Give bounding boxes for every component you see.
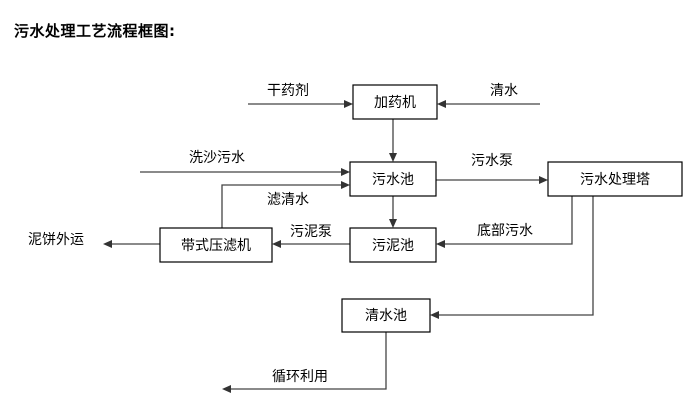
node-clear-water-pool[interactable]: 清水池 bbox=[341, 298, 431, 333]
node-label-clear-water-pool: 清水池 bbox=[365, 308, 407, 324]
edge-clear-water-pool-to-recycle bbox=[222, 332, 387, 393]
edge-line-bottom-sewage bbox=[442, 196, 573, 245]
edge-line-recycle bbox=[228, 332, 387, 390]
edge-label-dry-chemical: 干药剂 bbox=[267, 83, 309, 99]
edge-dry-chemical-to-dosing-machine bbox=[248, 100, 353, 108]
node-box-belt-filter[interactable] bbox=[159, 227, 273, 263]
node-label-treatment-tower: 污水处理塔 bbox=[580, 172, 650, 188]
edge-label-sand-wash-sewage: 洗沙污水 bbox=[189, 150, 245, 166]
arrow-head-sludge-pump bbox=[272, 240, 281, 248]
node-label-dosing-machine: 加药机 bbox=[374, 95, 416, 111]
edge-label-mud-cake-out: 泥饼外运 bbox=[28, 232, 84, 248]
edge-treatment-tower-to-clear-water-pool bbox=[430, 196, 594, 319]
edge-line-filtrate bbox=[221, 184, 344, 228]
edge-label-sewage-pump: 污水泵 bbox=[471, 153, 513, 169]
edge-dosing-machine-to-sewage-pool bbox=[389, 119, 397, 162]
edge-label-sludge-pump: 污泥泵 bbox=[290, 224, 332, 240]
edge-sewage-pool-to-sludge-pool bbox=[389, 196, 397, 228]
edge-belt-filter-to-mud-cake bbox=[103, 240, 160, 248]
edge-label-recycle-use: 循环利用 bbox=[272, 369, 328, 385]
node-treatment-tower[interactable]: 污水处理塔 bbox=[547, 161, 683, 197]
arrow-head-recycle bbox=[222, 385, 231, 393]
arrow-head-tower-to-clear-water bbox=[430, 311, 439, 319]
node-label-belt-filter: 带式压滤机 bbox=[181, 238, 251, 254]
node-box-sludge-pool[interactable] bbox=[349, 227, 437, 263]
node-label-sewage-pool: 污水池 bbox=[372, 172, 414, 188]
edge-sewage-pool-to-treatment-tower bbox=[436, 176, 548, 184]
edge-sludge-pool-to-belt-filter bbox=[272, 240, 350, 248]
node-box-sewage-pool[interactable] bbox=[349, 161, 437, 197]
arrow-head-sand-wash bbox=[341, 168, 350, 176]
arrow-head-dosing-to-sewage bbox=[389, 153, 397, 162]
node-belt-filter[interactable]: 带式压滤机 bbox=[159, 227, 273, 263]
node-sewage-pool[interactable]: 污水池 bbox=[349, 161, 437, 197]
edge-label-clean-water: 清水 bbox=[490, 83, 518, 99]
arrow-head-mud-cake bbox=[103, 240, 112, 248]
node-box-clear-water-pool[interactable] bbox=[341, 298, 431, 333]
arrow-head-bottom-sewage bbox=[436, 240, 445, 248]
arrow-head-clean-water bbox=[437, 100, 446, 108]
node-sludge-pool[interactable]: 污泥池 bbox=[349, 227, 437, 263]
edge-bottom-sewage-to-sludge-pool bbox=[436, 196, 573, 248]
edge-label-filtrate: 滤清水 bbox=[267, 192, 309, 208]
arrow-head-dry-chemical bbox=[344, 100, 353, 108]
arrow-head-filtrate bbox=[341, 181, 350, 189]
edge-filtrate-to-sewage-pool bbox=[221, 181, 350, 228]
page-title: 污水处理工艺流程框图: bbox=[14, 22, 176, 40]
edge-label-bottom-sewage: 底部污水 bbox=[477, 223, 533, 239]
edge-line-tower-to-clear-water bbox=[436, 196, 594, 316]
edge-clean-water-to-dosing-machine bbox=[437, 100, 540, 108]
node-box-dosing-machine[interactable] bbox=[352, 84, 438, 120]
node-dosing-machine[interactable]: 加药机 bbox=[352, 84, 438, 120]
arrow-head-sewage-pump bbox=[539, 176, 548, 184]
node-label-sludge-pool: 污泥池 bbox=[372, 238, 414, 254]
edge-sand-wash-to-sewage-pool bbox=[140, 168, 350, 176]
arrow-head-sewage-to-sludge bbox=[389, 219, 397, 228]
node-box-treatment-tower[interactable] bbox=[547, 161, 683, 197]
